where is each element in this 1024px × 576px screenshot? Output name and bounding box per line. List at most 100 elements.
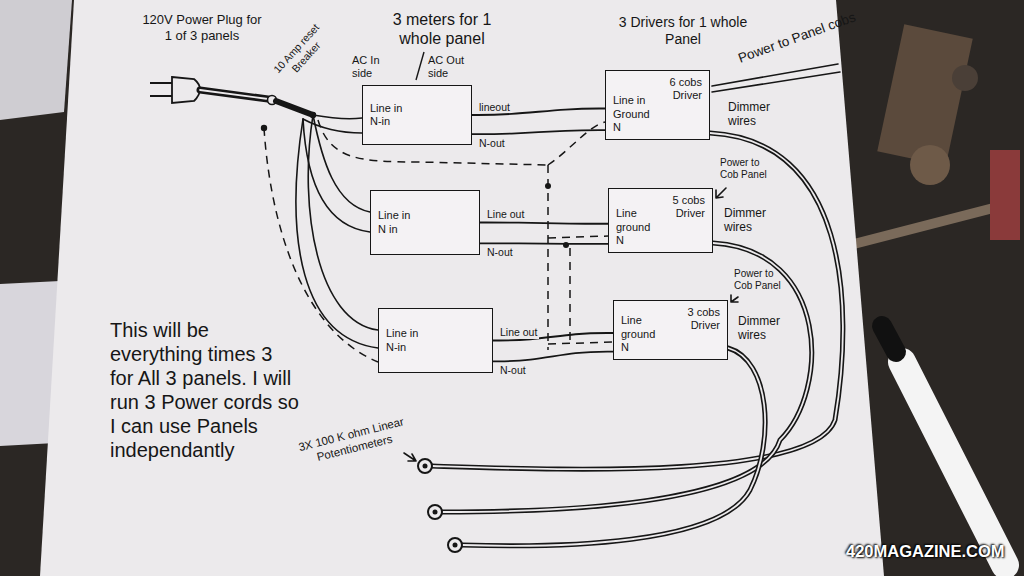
arrow-mark (716, 188, 726, 198)
power-cord (200, 90, 268, 99)
tool-body (877, 24, 972, 166)
ground-wire (548, 342, 613, 344)
power-lead (712, 64, 838, 86)
terminal-list: Line inGroundN (613, 76, 650, 134)
power-cord (200, 90, 268, 99)
terminal-label: Line in (378, 209, 410, 222)
note-label: 3X 100 K ohm Linear Potentiometers (296, 415, 409, 468)
note-label: Power to Cob Panel (720, 157, 776, 181)
note-label: AC Out side (428, 54, 480, 80)
wire-label: N-out (498, 364, 528, 376)
terminal-label: Line (621, 314, 655, 327)
ground-wire (569, 248, 571, 345)
wire-connector (480, 223, 608, 224)
arrow-mark (731, 295, 738, 302)
terminal-list: LinegroundN (621, 306, 655, 354)
feed-wire (303, 119, 362, 133)
paper-scrap (0, 280, 80, 446)
terminal-label: Line in (370, 102, 402, 115)
wire-connector (493, 352, 613, 362)
ground-wire (548, 236, 608, 238)
note-label: This will be everything times 3 for All … (110, 318, 300, 462)
paper-scrap (0, 0, 72, 120)
plug-prong (150, 82, 172, 84)
dimmer-cable (462, 348, 765, 546)
terminal-label: N (616, 234, 650, 247)
feed-wire (296, 119, 378, 348)
terminal-label: N-in (386, 341, 406, 354)
wire-label: N-out (485, 246, 515, 258)
feed-wire (303, 119, 370, 232)
terminal-label: N (621, 341, 655, 354)
note-label: 10 Amp reset Breaker (270, 20, 333, 86)
driver-box: LinegroundN 3 cobs Driver (613, 300, 728, 360)
dimmer-cable (442, 243, 812, 512)
breaker-symbol (268, 96, 277, 105)
terminal-label: Line in (386, 327, 418, 340)
dimmer-cable (432, 133, 843, 469)
ground-wire (548, 122, 605, 165)
potentiometer-shaft (453, 543, 458, 548)
driver-box: Line inGroundN 6 cobs Driver (605, 70, 710, 140)
driver-heading: 5 cobs Driver (663, 194, 705, 220)
note-label: Power to Cob Panel (734, 268, 790, 292)
wire-connector (480, 242, 608, 244)
power-cord (276, 101, 313, 115)
terminal-label: N-in (370, 115, 390, 128)
potentiometer-symbol (428, 505, 442, 519)
wire-label: Line out (485, 208, 526, 220)
tool-handle (990, 150, 1020, 240)
dimmer-cable (432, 133, 843, 469)
leader-arrow (404, 453, 416, 461)
potentiometer-symbol (448, 538, 462, 552)
power-lead (712, 72, 840, 92)
ground-wire (264, 128, 378, 362)
plug-prong (150, 95, 172, 97)
note-label: Dimmer wires (728, 100, 790, 129)
tool-rod (850, 205, 1005, 245)
terminal-label: ground (621, 328, 655, 341)
meter-box: Line inN-in (362, 85, 472, 145)
slash-mark (416, 52, 424, 80)
plug-body (172, 77, 200, 103)
terminal-list: LinegroundN (616, 194, 650, 247)
dimmer-cable (442, 243, 812, 512)
terminal-label: Line (616, 207, 650, 220)
potentiometer-shaft (423, 464, 428, 469)
driver-title: 3 cobs Driver (678, 306, 720, 332)
meter-box: Line inN in (370, 190, 480, 255)
driver-heading: 6 cobs Driver (660, 76, 702, 102)
feed-wire (313, 115, 362, 119)
note-label: Dimmer wires (738, 314, 800, 343)
potentiometer-shaft (433, 510, 438, 515)
driver-heading: 3 cobs Driver (678, 306, 720, 332)
junction-dot (545, 183, 551, 189)
note-label: AC In side (352, 54, 396, 80)
driver-title: 6 cobs Driver (660, 76, 702, 102)
note-label: 120V Power Plug for 1 of 3 panels (138, 12, 266, 43)
wire-label: lineout (477, 101, 512, 113)
wire-label: Line out (498, 326, 539, 338)
tool-knob (952, 65, 978, 91)
potentiometer-symbol (418, 459, 432, 473)
watermark: 420MAGAZINE.COM (846, 542, 1018, 562)
dimmer-cable (462, 348, 765, 546)
wire-connector (472, 130, 605, 134)
tool-knob (910, 145, 950, 185)
terminal-label: ground (616, 221, 650, 234)
junction-dot (310, 112, 316, 118)
note-label: 3 Drivers for 1 whole Panel (608, 14, 758, 48)
ground-wire (547, 165, 549, 350)
junction-dot (261, 125, 267, 131)
marker-pen (902, 362, 1005, 565)
wire-label: N-out (477, 137, 507, 149)
meter-box: Line inN-in (378, 308, 493, 373)
paper-sheet (40, 0, 884, 576)
driver-title: 5 cobs Driver (663, 194, 705, 220)
terminal-label: N in (378, 223, 398, 236)
terminal-label: Ground (613, 108, 650, 121)
